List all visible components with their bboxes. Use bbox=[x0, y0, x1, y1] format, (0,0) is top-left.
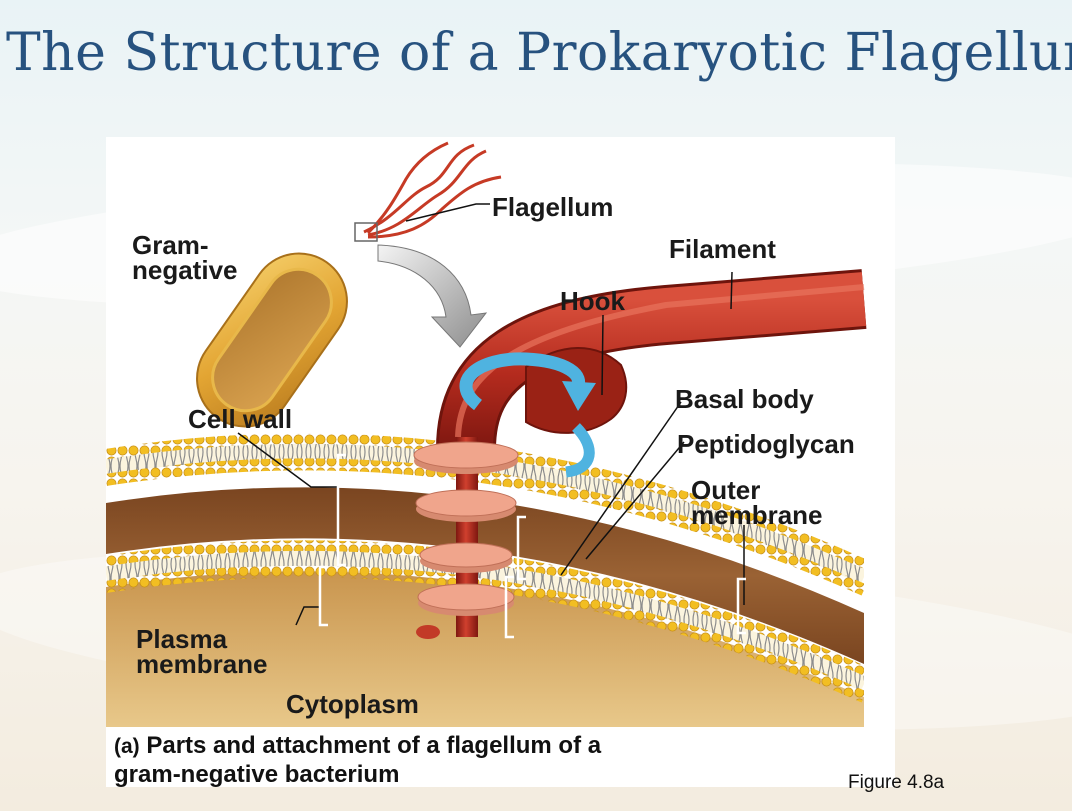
peptidoglycan-layer bbox=[106, 487, 864, 664]
zoom-box bbox=[354, 222, 378, 242]
flagellum-wavy bbox=[363, 141, 502, 239]
caption-prefix: (a) bbox=[114, 735, 140, 758]
label-peptidoglycan: Peptidoglycan bbox=[677, 429, 855, 459]
cytoplasm-region bbox=[106, 571, 864, 727]
label-filament: Filament bbox=[669, 234, 776, 264]
outer-membrane-bilayer bbox=[106, 458, 864, 596]
label-flagellum: Flagellum bbox=[492, 192, 614, 222]
label-outer-membrane: Outer membrane bbox=[691, 475, 823, 530]
label-cell-wall: Cell wall bbox=[188, 404, 293, 434]
basal-body-rings bbox=[413, 441, 519, 639]
rotation-arrow bbox=[459, 352, 585, 411]
leader-lines bbox=[237, 203, 745, 626]
plasma-membrane-bilayer bbox=[106, 565, 864, 703]
label-cytoplasm: Cytoplasm bbox=[286, 689, 419, 719]
label-basal-body: Basal body bbox=[675, 384, 814, 414]
flagellum-diagram bbox=[106, 141, 867, 727]
zoom-arrow bbox=[377, 244, 488, 348]
caption-text: Parts and attachment of a flagellum of a… bbox=[114, 732, 602, 788]
gram-negative-cell bbox=[196, 252, 348, 428]
label-hook: Hook bbox=[560, 286, 625, 316]
label-plasma-membrane: Plasma membrane bbox=[136, 624, 268, 679]
figure-panel: Flagellum Gram- negative Filament Hook B… bbox=[106, 137, 895, 789]
figure-caption: (a) Parts and attachment of a flagellum … bbox=[114, 732, 601, 789]
figure-reference: Figure 4.8a bbox=[848, 772, 945, 793]
label-gram-negative: Gram- negative bbox=[132, 230, 238, 285]
slide-title: The Structure of a Prokaryotic Flagellum bbox=[6, 23, 1072, 83]
braces bbox=[318, 453, 746, 639]
